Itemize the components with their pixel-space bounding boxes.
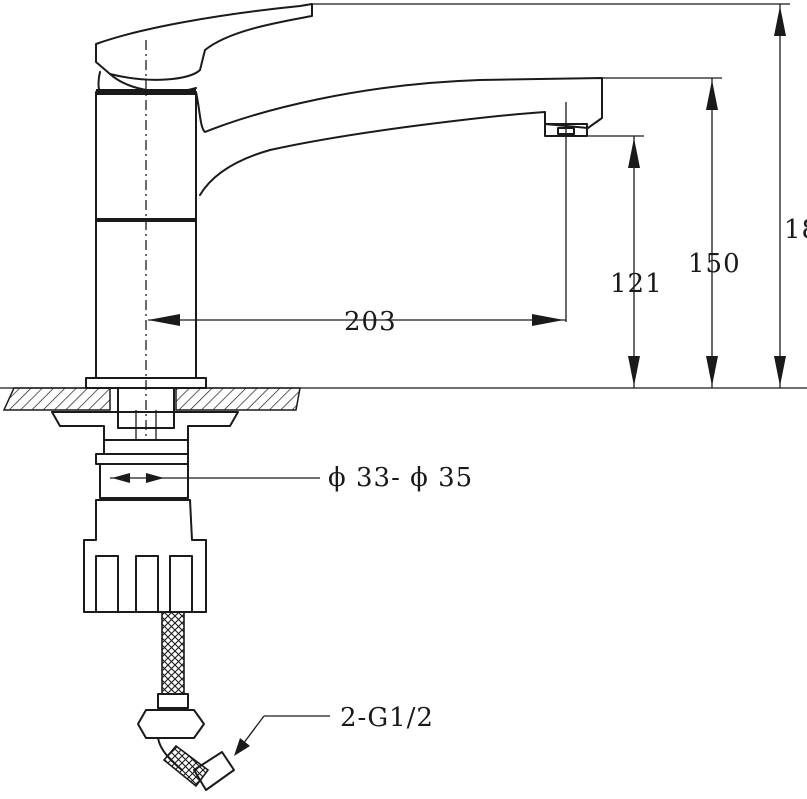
dimension-outlet-height: 121 [588, 135, 663, 388]
dimension-total-height: 187 [312, 3, 807, 388]
mounting-assembly [51, 387, 239, 791]
lever-handle [95, 3, 313, 93]
hole-diameter-label: ϕ 33- ϕ 35 [328, 463, 473, 493]
dimension-spout-height: 150 [602, 77, 741, 388]
spout-height-label: 150 [688, 249, 741, 279]
spout [195, 77, 603, 196]
connection-label: 2-G1/2 [340, 703, 434, 733]
countertop [0, 387, 807, 411]
total-height-label: 187 [784, 215, 807, 245]
dimension-connection: 2-G1/2 [234, 703, 434, 756]
reach-label: 203 [344, 307, 397, 337]
dimension-hole-diameter: ϕ 33- ϕ 35 [110, 463, 473, 493]
dimension-reach: 203 [148, 102, 567, 337]
outlet-height-label: 121 [610, 269, 663, 299]
faucet-body [85, 40, 207, 440]
